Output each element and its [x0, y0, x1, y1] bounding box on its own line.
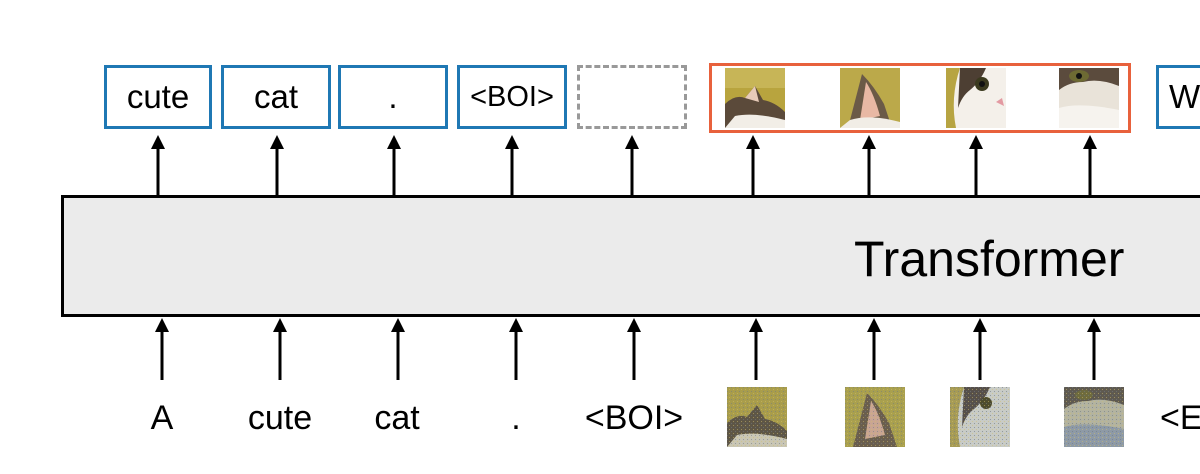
input-noisy-patch-4 — [1064, 387, 1124, 447]
transformer-label: Transformer — [854, 231, 1125, 287]
output-token-period: . — [338, 65, 448, 129]
input-token-cat: cat — [374, 399, 420, 437]
output-image-patch-group — [709, 63, 1131, 133]
input-arrow — [270, 318, 290, 380]
input-token-period: . — [511, 399, 521, 437]
input-noisy-patch-1 — [727, 387, 787, 447]
input-arrow — [864, 318, 884, 380]
output-cat-patch-4 — [1059, 68, 1119, 128]
output-cat-patch-1 — [725, 68, 785, 128]
output-arrow — [1080, 135, 1100, 195]
output-token-cat: cat — [221, 65, 331, 129]
input-token-eoi: <E — [1160, 399, 1200, 437]
transformer-block: Transformer — [61, 195, 1200, 317]
input-token-boi: <BOI> — [584, 399, 684, 437]
output-token-cute: cute — [104, 65, 212, 129]
output-cat-patch-3 — [946, 68, 1006, 128]
output-arrow — [743, 135, 763, 195]
output-arrow — [966, 135, 986, 195]
output-token-boi: <BOI> — [457, 65, 567, 129]
output-arrow — [267, 135, 287, 195]
input-noisy-patch-2 — [845, 387, 905, 447]
input-noisy-patch-3 — [950, 387, 1010, 447]
input-arrow — [746, 318, 766, 380]
input-token-cute: cute — [247, 399, 313, 437]
input-arrow — [624, 318, 644, 380]
input-arrow — [152, 318, 172, 380]
output-token-masked — [577, 65, 687, 129]
output-arrow — [384, 135, 404, 195]
output-arrow — [622, 135, 642, 195]
input-token-a: A — [150, 399, 174, 437]
input-arrow — [506, 318, 526, 380]
output-token-label: cat — [253, 78, 299, 115]
input-arrow — [1084, 318, 1104, 380]
output-arrow — [502, 135, 522, 195]
input-arrow — [388, 318, 408, 380]
output-token-label: <BOI> — [470, 80, 554, 113]
output-token-label: W — [1169, 78, 1200, 115]
output-token-label: cute — [126, 78, 190, 115]
input-arrow — [970, 318, 990, 380]
output-cat-patch-2 — [840, 68, 900, 128]
output-arrow — [859, 135, 879, 195]
output-token-label: . — [388, 78, 398, 115]
output-arrow — [148, 135, 168, 195]
output-token-w: W — [1156, 65, 1200, 129]
